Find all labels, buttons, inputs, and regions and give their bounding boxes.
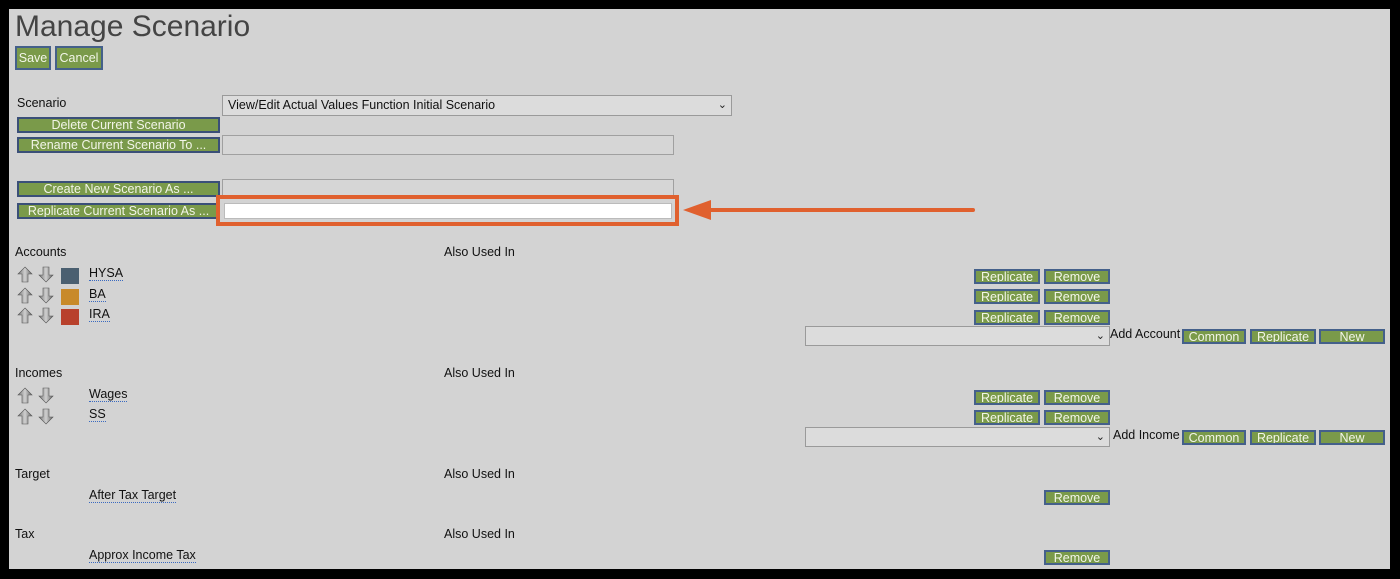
replicate-button[interactable]: Replicate <box>974 269 1040 284</box>
arrow-up-icon[interactable] <box>17 266 33 283</box>
arrow-down-icon[interactable] <box>38 266 54 283</box>
arrow-up-icon[interactable] <box>17 387 33 404</box>
add-income-select[interactable]: ⌄ <box>805 427 1110 447</box>
scenario-label: Scenario <box>17 96 67 110</box>
chevron-down-icon: ⌄ <box>1095 431 1105 443</box>
scenario-selected-value: View/Edit Actual Values Function Initial… <box>228 98 496 112</box>
account-item-ba[interactable]: BA <box>89 287 106 302</box>
add-income-label: Add Income <box>1113 428 1180 442</box>
add-account-select[interactable]: ⌄ <box>805 326 1110 346</box>
target-header: Target <box>15 467 50 481</box>
account-color-swatch <box>61 289 79 305</box>
account-color-swatch <box>61 268 79 284</box>
remove-button[interactable]: Remove <box>1044 310 1110 325</box>
replicate-button[interactable]: Replicate <box>974 310 1040 325</box>
arrow-up-icon[interactable] <box>17 408 33 425</box>
replicate-scenario-button[interactable]: Replicate Current Scenario As ... <box>17 203 220 219</box>
rename-scenario-button[interactable]: Rename Current Scenario To ... <box>17 137 220 153</box>
account-item-ira[interactable]: IRA <box>89 307 110 322</box>
arrow-down-icon[interactable] <box>38 287 54 304</box>
arrow-down-icon[interactable] <box>38 387 54 404</box>
add-account-new-button[interactable]: New <box>1319 329 1385 344</box>
arrow-up-icon[interactable] <box>17 307 33 324</box>
remove-button[interactable]: Remove <box>1044 269 1110 284</box>
income-item-wages[interactable]: Wages <box>89 387 128 402</box>
add-income-replicate-button[interactable]: Replicate <box>1250 430 1316 445</box>
replicate-button[interactable]: Replicate <box>974 390 1040 405</box>
income-item-ss[interactable]: SS <box>89 407 106 422</box>
arrow-down-icon[interactable] <box>38 408 54 425</box>
add-income-new-button[interactable]: New <box>1319 430 1385 445</box>
remove-button[interactable]: Remove <box>1044 490 1110 505</box>
remove-button[interactable]: Remove <box>1044 390 1110 405</box>
incomes-also-used-in: Also Used In <box>444 366 515 380</box>
chevron-down-icon: ⌄ <box>717 99 727 111</box>
tax-also-used-in: Also Used In <box>444 527 515 541</box>
remove-button[interactable]: Remove <box>1044 550 1110 565</box>
add-income-common-button[interactable]: Common <box>1182 430 1246 445</box>
replicate-button[interactable]: Replicate <box>974 289 1040 304</box>
highlight-box <box>216 195 679 226</box>
add-account-label: Add Account <box>1110 327 1181 341</box>
rename-scenario-input[interactable] <box>222 135 674 155</box>
delete-scenario-button[interactable]: Delete Current Scenario <box>17 117 220 133</box>
scenario-select[interactable]: View/Edit Actual Values Function Initial… <box>222 95 732 116</box>
accounts-header: Accounts <box>15 245 67 259</box>
tax-item[interactable]: Approx Income Tax <box>89 548 196 563</box>
cancel-button[interactable]: Cancel <box>55 46 103 70</box>
add-account-replicate-button[interactable]: Replicate <box>1250 329 1316 344</box>
tax-header: Tax <box>15 527 35 541</box>
account-color-swatch <box>61 309 79 325</box>
manage-scenario-panel: Manage Scenario Save Cancel Scenario Vie… <box>9 9 1390 569</box>
target-also-used-in: Also Used In <box>444 467 515 481</box>
chevron-down-icon: ⌄ <box>1095 330 1105 342</box>
remove-button[interactable]: Remove <box>1044 410 1110 425</box>
remove-button[interactable]: Remove <box>1044 289 1110 304</box>
replicate-scenario-input[interactable] <box>224 203 672 219</box>
create-scenario-button[interactable]: Create New Scenario As ... <box>17 181 220 197</box>
target-item[interactable]: After Tax Target <box>89 488 177 503</box>
add-account-common-button[interactable]: Common <box>1182 329 1246 344</box>
arrow-down-icon[interactable] <box>38 307 54 324</box>
account-item-hysa[interactable]: HYSA <box>89 266 124 281</box>
page-title: Manage Scenario <box>15 10 251 43</box>
arrow-up-icon[interactable] <box>17 287 33 304</box>
annotation-arrow <box>683 200 975 220</box>
save-button[interactable]: Save <box>15 46 51 70</box>
accounts-also-used-in: Also Used In <box>444 245 515 259</box>
replicate-button[interactable]: Replicate <box>974 410 1040 425</box>
incomes-header: Incomes <box>15 366 63 380</box>
